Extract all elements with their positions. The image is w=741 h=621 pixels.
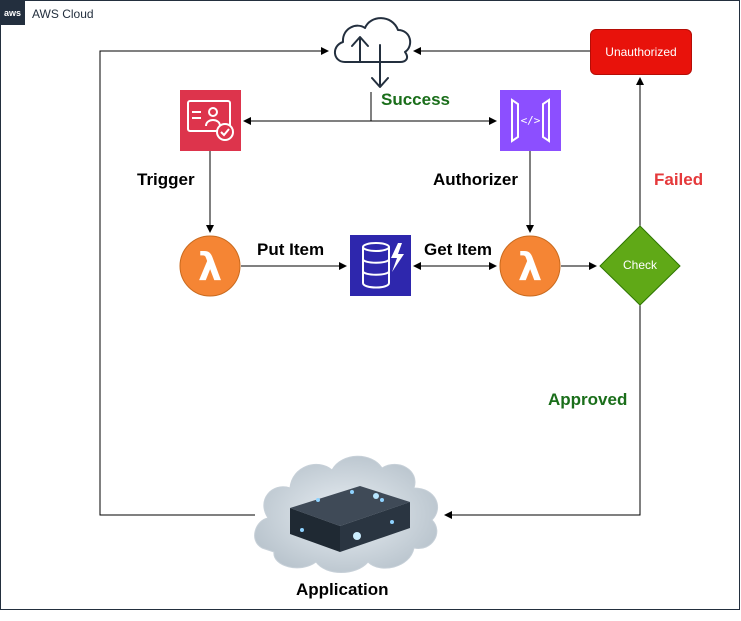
put-item-label: Put Item: [257, 240, 325, 259]
success-label: Success: [381, 90, 450, 109]
get-item-label: Get Item: [424, 240, 493, 259]
api-gateway-icon: </>: [500, 90, 561, 151]
application-label: Application: [296, 580, 389, 599]
svg-text:</>: </>: [521, 114, 541, 127]
lambda-icon: λ: [499, 235, 561, 297]
cognito-icon: [180, 90, 241, 151]
connector-app-to-cloud: [99, 47, 329, 516]
lambda-icon: λ: [179, 235, 241, 297]
trigger-label: Trigger: [137, 170, 195, 189]
cloud-upload-download-icon: [334, 17, 412, 88]
check-decision-diamond: [599, 225, 681, 306]
failed-label: Failed: [654, 170, 704, 189]
server-cloud-icon: [254, 455, 438, 573]
authorizer-label: Authorizer: [433, 170, 518, 189]
check-label: Check: [622, 258, 657, 272]
svg-text:λ: λ: [198, 245, 222, 289]
dynamodb-icon: [350, 235, 411, 296]
connector-check-approved: [444, 305, 641, 519]
aws-logo-icon: aws: [0, 0, 25, 25]
unauthorized-box: Unauthorized: [590, 29, 692, 75]
approved-label: Approved: [548, 390, 628, 409]
container-title: AWS Cloud: [32, 7, 94, 21]
svg-text:λ: λ: [518, 245, 542, 289]
connector-success-bidirectional: [243, 92, 497, 125]
